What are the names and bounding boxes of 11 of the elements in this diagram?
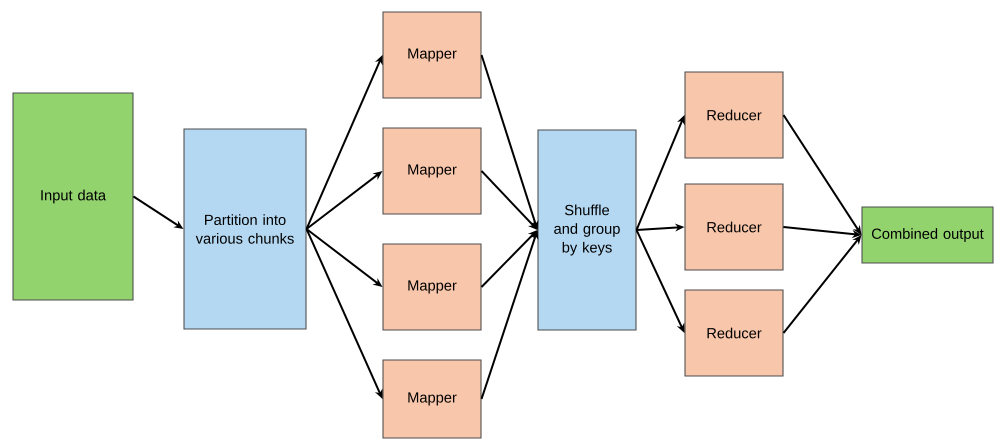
- output-box: Combined output: [861, 206, 994, 264]
- process-box: Shuffle and group by keys: [537, 129, 637, 331]
- reducer-box: Reducer: [684, 71, 784, 159]
- input-box: Input data: [12, 92, 134, 301]
- mapper-box: Mapper: [382, 359, 482, 439]
- mapper-box: Mapper: [382, 243, 482, 331]
- mapper-box: Mapper: [382, 127, 482, 215]
- process-box: Partition into various chunks: [183, 128, 307, 330]
- reducer-box: Reducer: [684, 289, 784, 377]
- mapper-box: Mapper: [382, 11, 482, 99]
- reducer-box: Reducer: [684, 183, 784, 271]
